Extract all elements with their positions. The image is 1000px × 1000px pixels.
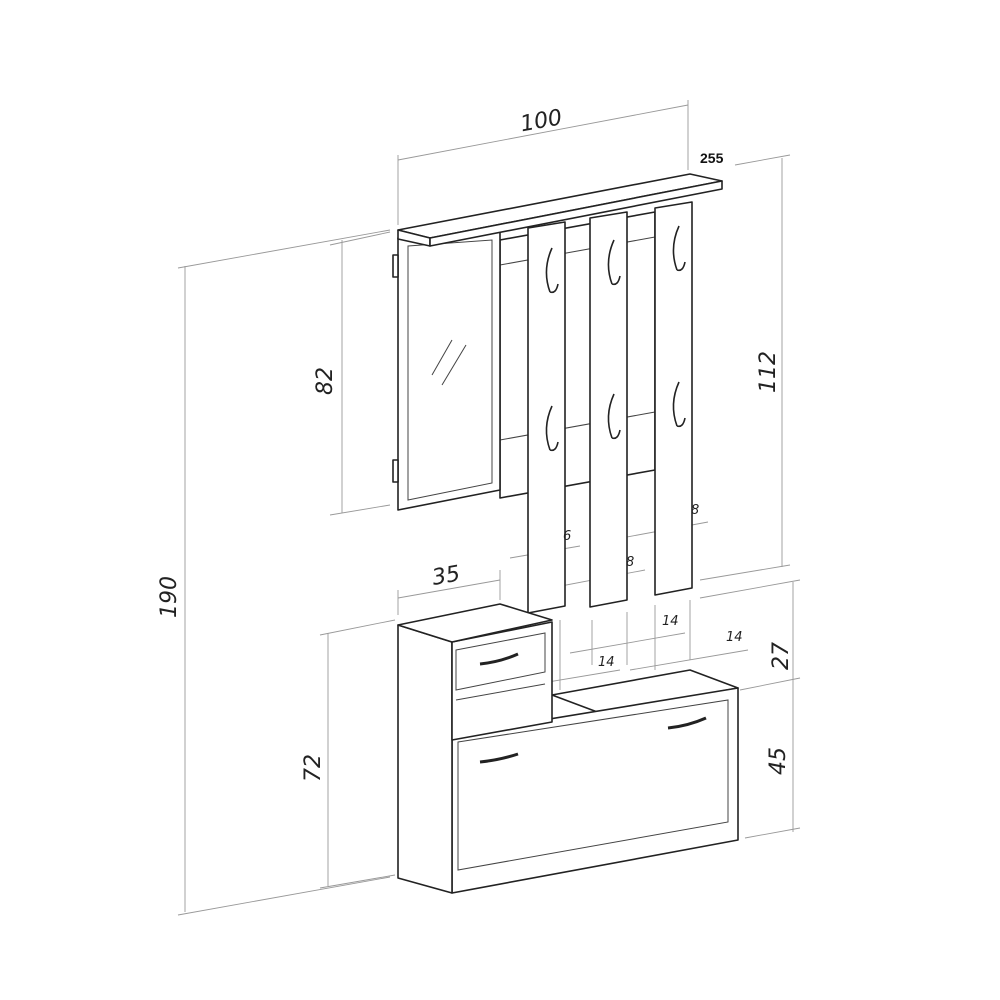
dim-total-height: 190	[157, 576, 182, 618]
mirror-glass	[407, 239, 493, 501]
dim-gap-2: 8	[626, 555, 634, 570]
small-unit-top	[397, 603, 553, 643]
dim-width-top: 100	[518, 105, 564, 137]
back-rails	[499, 211, 656, 499]
shoe-drawer	[457, 699, 729, 871]
drawer-handle-icon	[667, 716, 707, 730]
dim-spacing-2: 14	[662, 614, 679, 629]
coat-rack	[392, 173, 723, 614]
dim-spacing-1: 14	[598, 655, 615, 670]
dim-gap-height: 27	[769, 642, 794, 670]
hook-icons	[545, 225, 686, 452]
drawer-handle-icon	[479, 652, 519, 666]
dim-gap-1: 6	[563, 529, 571, 544]
small-drawer	[455, 632, 546, 691]
mirror-frame	[397, 231, 501, 511]
cabinet-side	[397, 624, 453, 894]
drawer-handle-icon	[479, 752, 519, 764]
panel-1	[527, 221, 566, 614]
dimension-lines	[177, 100, 801, 916]
shoe-cabinet	[397, 603, 739, 894]
dim-reference: 255	[700, 150, 724, 166]
dim-small-width: 35	[430, 561, 462, 590]
dim-gap-3: 8	[691, 503, 699, 518]
dim-shoe-cabinet-height: 45	[766, 747, 791, 775]
dim-spacing-3: 14	[726, 630, 743, 645]
dim-cabinet-height: 72	[301, 754, 326, 782]
dim-panel-height: 112	[756, 351, 781, 393]
dim-mirror-height: 82	[313, 367, 338, 395]
